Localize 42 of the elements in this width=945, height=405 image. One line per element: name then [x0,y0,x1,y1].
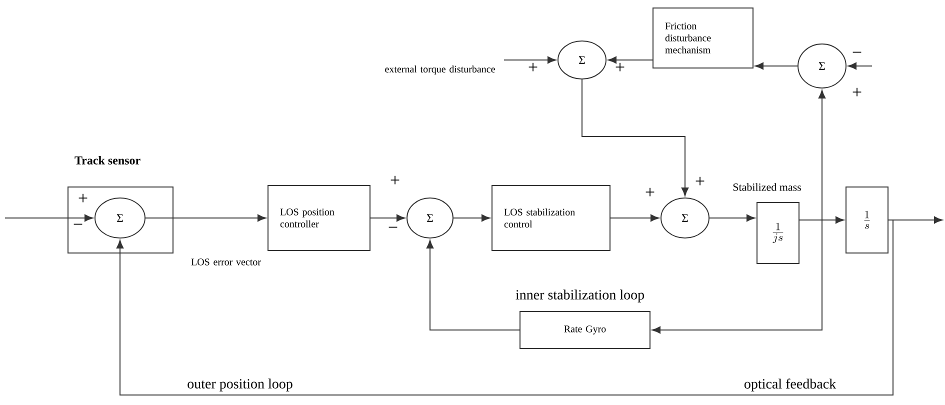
sign-label: + [646,188,654,196]
block-box: Friction disturbance mechanism [652,8,754,68]
input-label: external torque disturbance [385,65,495,75]
arrow [754,62,798,70]
loop-label: optical feedback [744,378,836,392]
arrow [453,214,490,222]
arrow [145,214,266,222]
summing-junction: Σ [94,198,146,238]
arrow [426,240,520,330]
arrow [504,56,556,64]
arrow [610,214,660,222]
loop-label: outer position loop [188,378,292,392]
sign-label: + [696,176,704,186]
sign-label: + [528,62,538,72]
summing-junction: Σ [660,198,710,238]
block-box: LOS stabilization control [492,185,610,251]
arrow [709,214,756,222]
arrow [848,62,872,70]
summing-junction: Σ [406,198,454,238]
block-box: LOS position controller [268,185,370,251]
node-label: Track sensor [74,156,140,164]
sign-label: + [390,176,400,184]
arrow [608,56,653,64]
sign-label: − [74,224,82,225]
sign-label: + [616,62,624,72]
arrow [116,220,894,396]
transfer-function-box: $\frac{1}{s}$ [846,186,888,254]
loop-label: inner stabilization loop [516,290,644,302]
arrow [582,79,689,196]
sign-label: + [852,88,862,96]
arrow [370,214,406,222]
summing-junction: Σ [798,44,846,88]
signal-label: LOS error vector [191,258,261,266]
transfer-function-box: $\frac{1}{js}$ [756,202,800,264]
signal-label: Stabilized mass [733,183,801,191]
block-box: Rate Gyro [520,311,650,349]
arrow [4,214,94,222]
sign-label: + [78,194,88,202]
sign-label: − [852,52,862,53]
summing-junction: Σ [558,40,606,80]
arrow [652,220,822,334]
sign-label: − [388,226,398,228]
